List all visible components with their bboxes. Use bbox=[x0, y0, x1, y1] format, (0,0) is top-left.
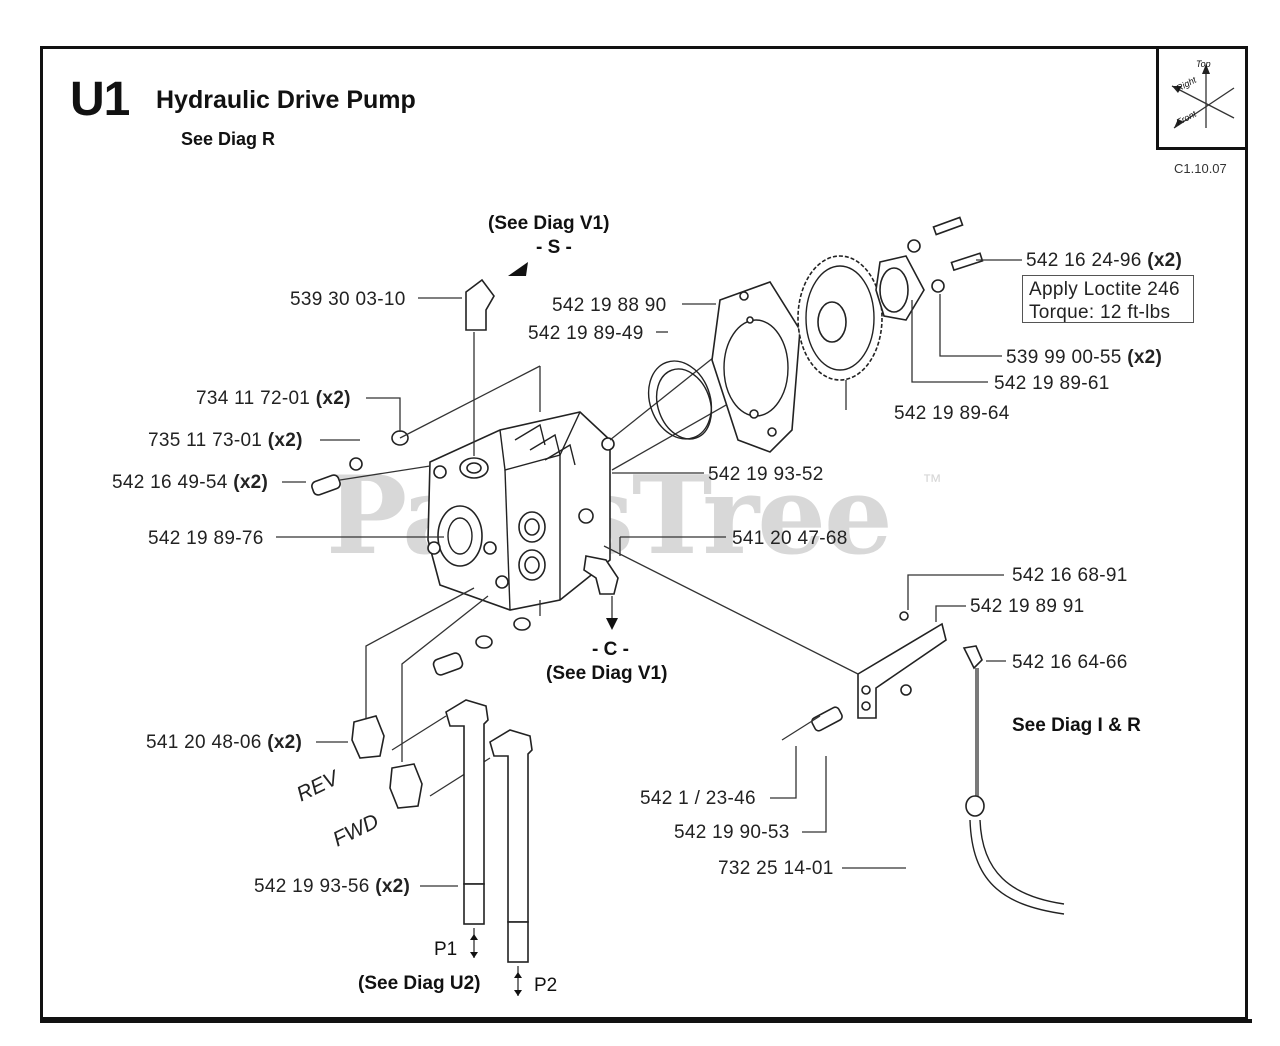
gear-hub bbox=[875, 216, 984, 321]
orientation-top-label: Top bbox=[1196, 59, 1211, 69]
part-callout[interactable]: 734 11 72-01 (x2) bbox=[196, 388, 351, 409]
torque-note-line2: Torque: 12 ft-lbs bbox=[1029, 302, 1171, 323]
drive-gear bbox=[797, 255, 883, 410]
torque-note-line1: Apply Loctite 246 bbox=[1029, 279, 1180, 300]
part-callout[interactable]: 539 99 00-55 (x2) bbox=[1006, 347, 1163, 368]
cable-diagram-ref[interactable]: See Diag I & R bbox=[1012, 715, 1141, 736]
part-callout[interactable]: 542 16 64-66 bbox=[1012, 652, 1128, 673]
diagram-title: Hydraulic Drive Pump bbox=[156, 86, 416, 114]
part-callout[interactable]: 542 19 89-49 bbox=[528, 323, 644, 344]
part-callout[interactable]: 541 20 48-06 (x2) bbox=[146, 732, 303, 753]
control-bracket bbox=[603, 545, 947, 741]
lower-fasteners bbox=[432, 600, 541, 676]
part-callout[interactable]: 539 30 03-10 bbox=[290, 289, 406, 310]
control-cable bbox=[962, 645, 1065, 915]
part-callout[interactable]: 542 16 24-96 (x2) bbox=[1026, 250, 1183, 271]
mounting-flange bbox=[711, 281, 801, 453]
watermark-tm: ™ bbox=[922, 471, 942, 493]
leader-lines bbox=[276, 259, 1022, 887]
bottom-rule bbox=[40, 1019, 1252, 1023]
hydraulic-lines bbox=[445, 699, 533, 996]
part-callout[interactable]: 542 16 49-54 (x2) bbox=[112, 472, 269, 493]
case-port-letter: - C - bbox=[592, 639, 629, 660]
suction-port-letter: - S - bbox=[536, 237, 572, 258]
port-p2-label: P2 bbox=[534, 975, 558, 996]
lines-diagram-ref[interactable]: (See Diag U2) bbox=[358, 973, 481, 994]
case-diagram-ref[interactable]: (See Diag V1) bbox=[546, 663, 668, 684]
part-callout[interactable]: 542 19 89 91 bbox=[970, 596, 1085, 617]
see-diagram-reference: See Diag R bbox=[181, 129, 276, 149]
part-callout[interactable]: 542 19 93-52 bbox=[708, 464, 824, 485]
part-callout[interactable]: 542 19 89-61 bbox=[994, 373, 1110, 394]
diagram-frame bbox=[40, 46, 1248, 1020]
port-p1-label: P1 bbox=[434, 939, 458, 960]
suction-elbow-fitting bbox=[465, 262, 528, 456]
part-callout[interactable]: 542 16 68-91 bbox=[1012, 565, 1128, 586]
part-callout[interactable]: 542 19 89-76 bbox=[148, 528, 264, 549]
part-callout[interactable]: 542 19 89-64 bbox=[894, 403, 1010, 424]
part-callout[interactable]: 542 19 93-56 (x2) bbox=[254, 876, 411, 897]
revision-date-code: C1.10.07 bbox=[1174, 161, 1227, 176]
section-code: U1 bbox=[70, 73, 130, 126]
part-callout[interactable]: 542 1 / 23-46 bbox=[640, 788, 756, 809]
suction-diagram-ref[interactable]: (See Diag V1) bbox=[488, 213, 610, 234]
orientation-axes-icon bbox=[1171, 64, 1235, 129]
port-fittings bbox=[351, 587, 491, 809]
part-callout[interactable]: 732 25 14-01 bbox=[718, 858, 834, 879]
part-callout[interactable]: 542 19 90-53 bbox=[674, 822, 790, 843]
part-callout[interactable]: 735 11 73-01 (x2) bbox=[148, 430, 303, 451]
pump-body bbox=[427, 411, 615, 611]
side-fasteners bbox=[311, 365, 541, 496]
case-drain-elbow-fitting bbox=[583, 555, 619, 630]
torque-note-box bbox=[1022, 275, 1194, 323]
part-callout[interactable]: 542 19 88 90 bbox=[552, 295, 667, 316]
orientation-box bbox=[1156, 46, 1248, 150]
part-callout[interactable]: 541 20 47-68 bbox=[732, 528, 848, 549]
